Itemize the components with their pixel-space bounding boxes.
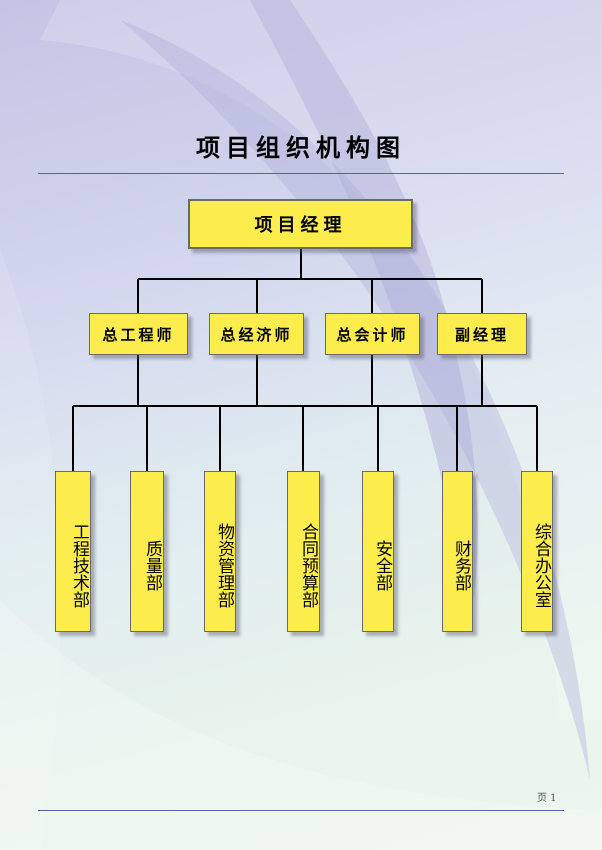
contract-budget-dept-box: 合同预算部 [287,471,320,632]
page-title: 项目组织机构图 [196,133,406,162]
safety-dept-box: 安全部 [362,471,394,632]
bg-swoosh-band [250,0,478,620]
deputy-manager-box: 副经理 [437,313,527,355]
quality-dept-box: 质量部 [130,471,164,632]
chief-accountant-box: 总会计师 [325,313,420,355]
page-number: 页 1 [537,793,557,804]
chief-economist-box: 总经济师 [209,313,304,355]
general-office-box: 综合办公室 [521,471,553,632]
bg-swoosh-bottom [0,600,602,850]
project-manager-box: 项目经理 [188,199,413,249]
engineering-tech-dept-box: 工程技术部 [55,471,91,632]
bottom-rule [38,810,564,811]
chief-engineer-box: 总工程师 [89,313,188,355]
finance-dept-box: 财务部 [442,471,473,632]
bg-swoosh-left [0,250,61,850]
materials-mgmt-dept-box: 物资管理部 [204,471,236,632]
top-rule [38,173,564,174]
bg-swoosh-light [40,0,602,720]
